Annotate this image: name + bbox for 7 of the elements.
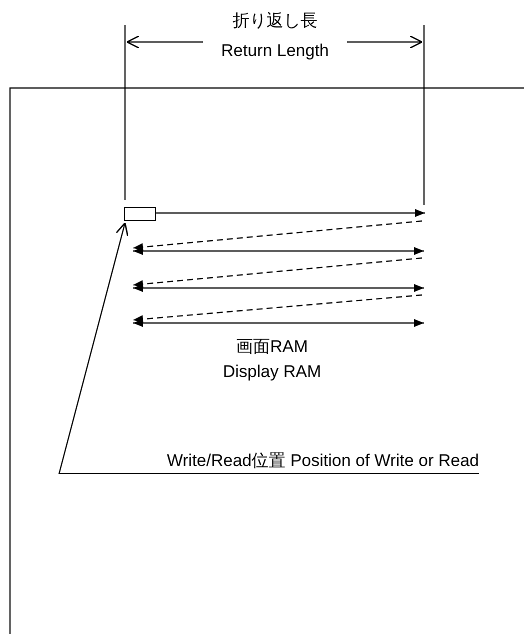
cursor-box	[124, 207, 156, 221]
leader-label: Write/Read位置 Position of Write or Read	[59, 440, 479, 474]
english-label: Return Length	[220, 40, 330, 62]
japanese-label: 折り返し長	[232, 10, 318, 32]
leader-line	[58, 222, 128, 474]
english-label: Display RAM	[222, 361, 322, 382]
japanese-label: 画面RAM	[235, 336, 309, 358]
